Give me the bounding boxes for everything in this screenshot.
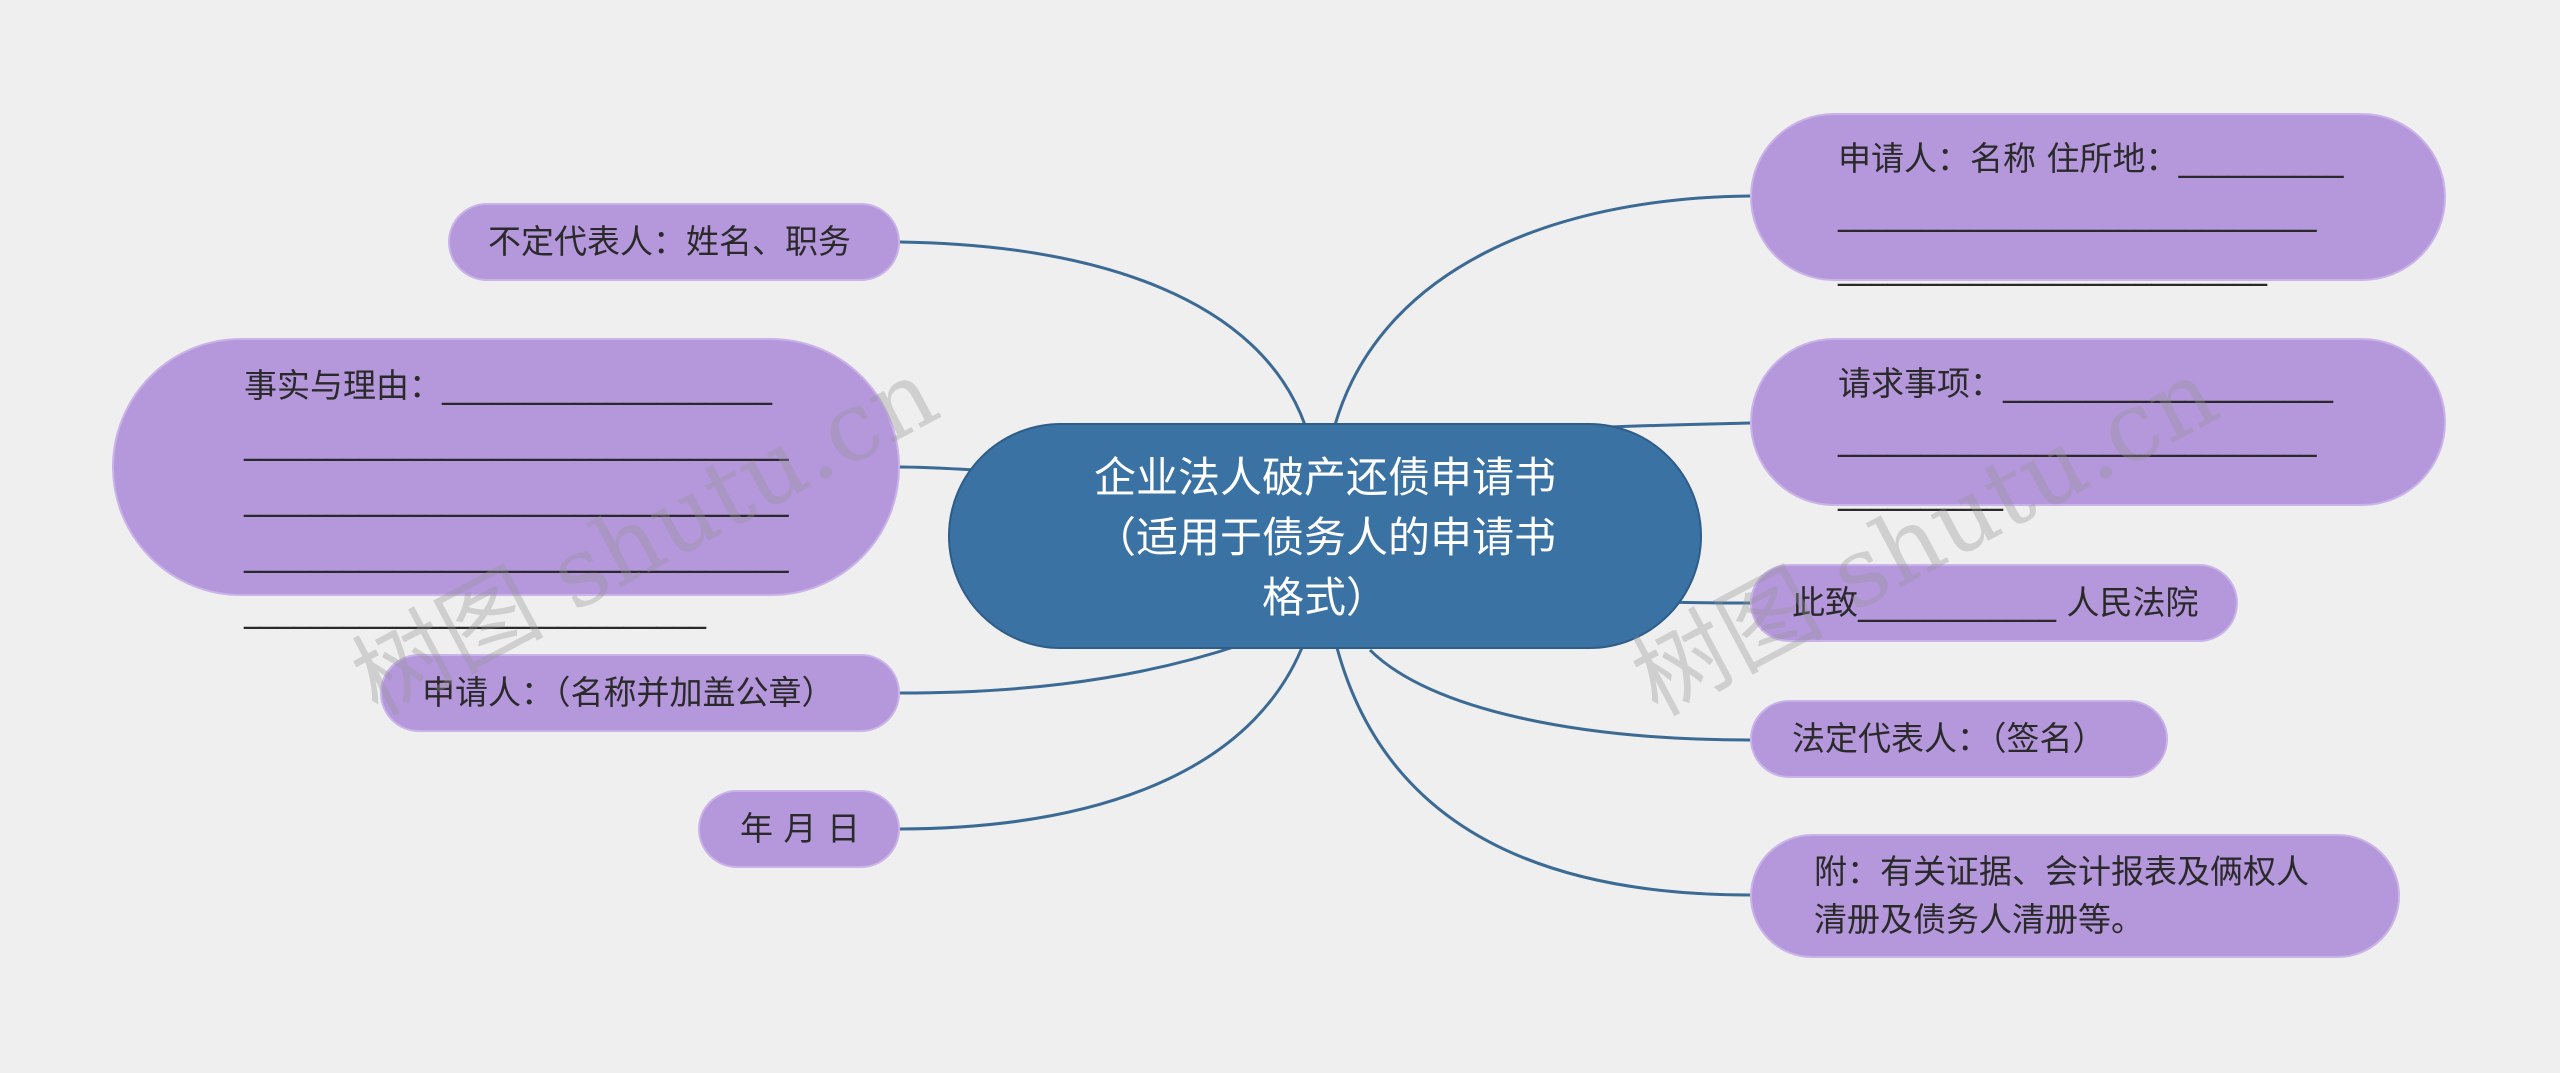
- branch-node-facts-and-reasons[interactable]: 事实与理由：____________________ _____________…: [112, 338, 900, 629]
- branch-node-legal-representative[interactable]: 不定代表人：姓名、职务: [448, 203, 900, 281]
- branch-node-label: 此致____________ 人民法院: [1792, 583, 2199, 622]
- connector-right-3: [1368, 648, 1751, 742]
- connector-left-0: [899, 240, 1307, 426]
- connector-right-4: [1333, 639, 1751, 897]
- branch-node-applicant-seal[interactable]: 申请人：（名称并加盖公章）: [380, 654, 900, 732]
- branch-node-addressed-court[interactable]: 此致____________ 人民法院: [1750, 564, 2238, 642]
- connector-right-1: [1609, 421, 1751, 429]
- connector-left-3: [899, 639, 1307, 831]
- branch-node-requested-matters[interactable]: 请求事项：____________________ ______________…: [1750, 338, 2446, 511]
- branch-node-label: 法定代表人：（签名）: [1792, 719, 2106, 758]
- branch-node-label: 申请人：（名称并加盖公章）: [422, 673, 835, 712]
- branch-node-label: 年 月 日: [740, 809, 860, 848]
- branch-node-attachments[interactable]: 附：有关证据、会计报表及俩权人 清册及债务人清册等。: [1750, 834, 2400, 958]
- branch-node-legal-rep-signature[interactable]: 法定代表人：（签名）: [1750, 700, 2168, 778]
- branch-node-date[interactable]: 年 月 日: [698, 790, 900, 868]
- central-node-label: 企业法人破产还债申请书 （适用于债务人的申请书 格式）: [1093, 453, 1556, 622]
- branch-node-label: 附：有关证据、会计报表及俩权人 清册及债务人清册等。: [1814, 852, 2309, 939]
- central-node[interactable]: 企业法人破产还债申请书 （适用于债务人的申请书 格式）: [948, 423, 1702, 649]
- branch-node-label: 事实与理由：____________________ _____________…: [244, 366, 789, 629]
- branch-node-applicant-address[interactable]: 申请人：名称 住所地：__________ __________________…: [1750, 113, 2446, 286]
- branch-node-label: 申请人：名称 住所地：__________ __________________…: [1838, 139, 2344, 286]
- branch-node-label: 不定代表人：姓名、职务: [488, 222, 851, 261]
- connector-right-0: [1333, 194, 1751, 426]
- branch-node-label: 请求事项：____________________ ______________…: [1838, 364, 2333, 511]
- connector-left-2: [899, 643, 1241, 695]
- connector-left-1: [899, 465, 976, 472]
